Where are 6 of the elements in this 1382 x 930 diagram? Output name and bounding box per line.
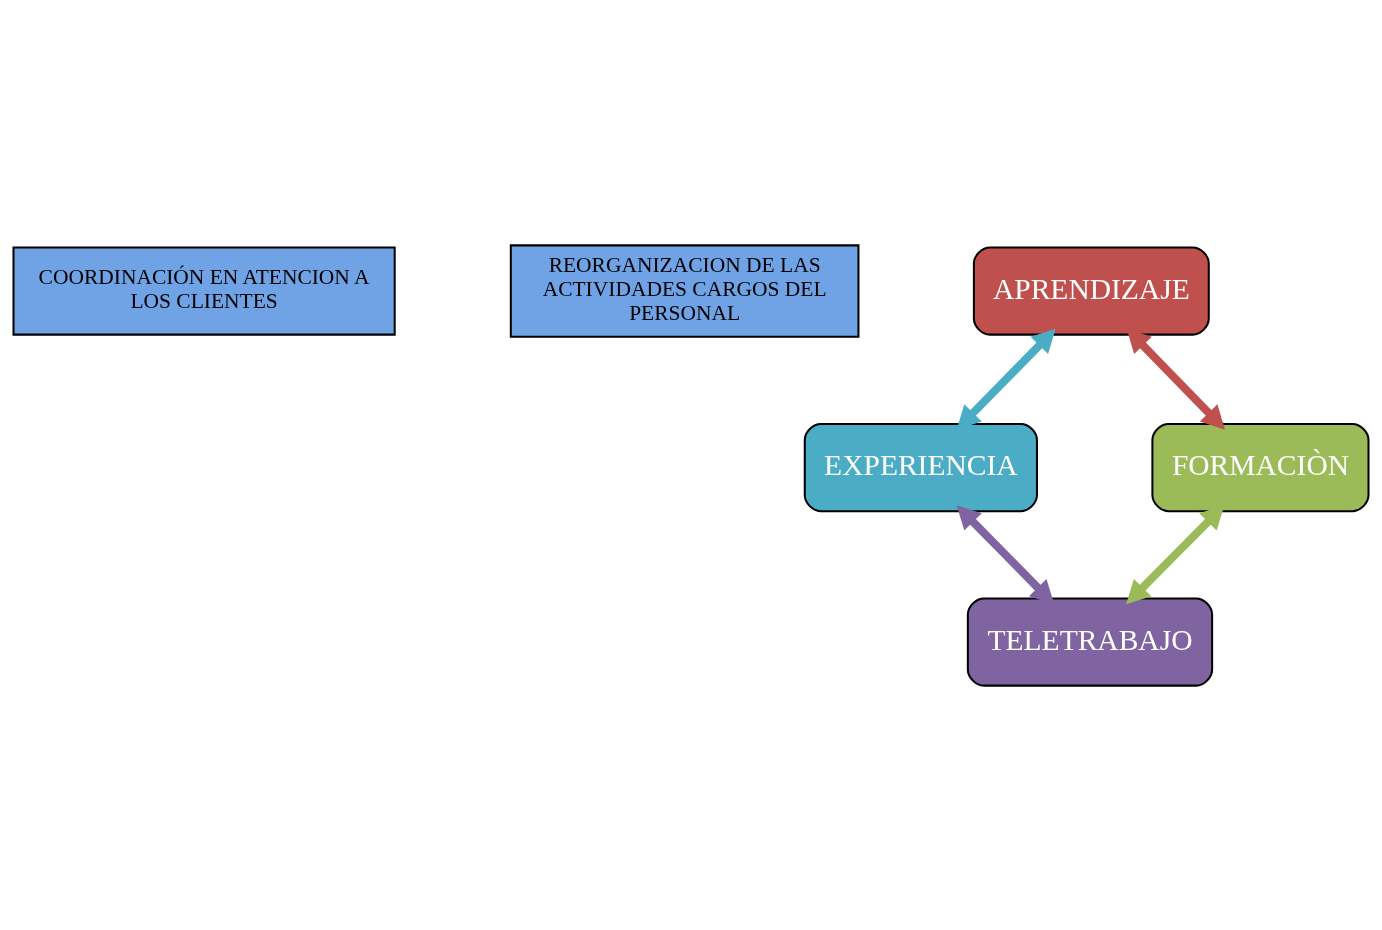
node-box: REORGANIZACION DE LAS ACTIVIDADES CARGOS DEL PERSONAL bbox=[509, 243, 860, 338]
node-box: FORMACIÒN bbox=[1151, 422, 1370, 512]
node-box: COORDINACIÓN EN ATENCION A LOS CLIENTES bbox=[12, 245, 396, 336]
node-box: EXPERIENCIA bbox=[803, 422, 1038, 512]
node-box: TELETRABAJO bbox=[966, 596, 1214, 687]
node-box: APRENDIZAJE bbox=[972, 245, 1210, 336]
